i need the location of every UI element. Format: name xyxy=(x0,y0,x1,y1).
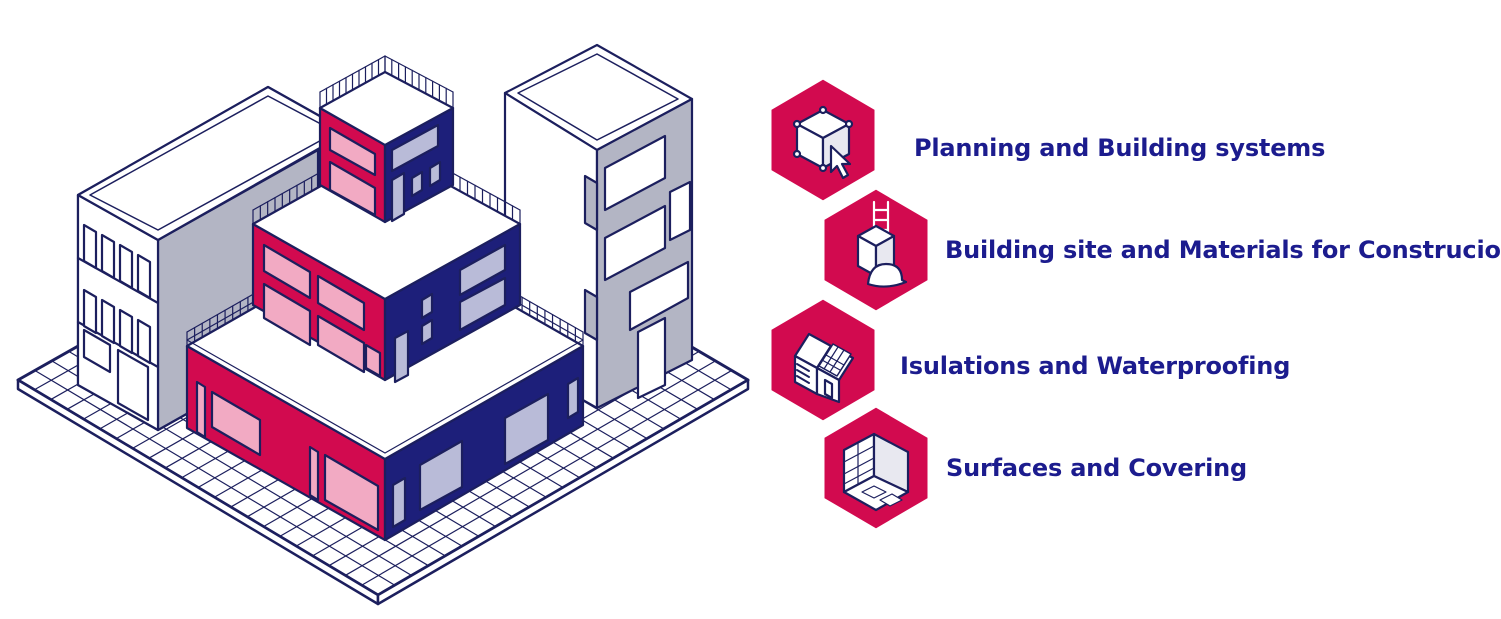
tiled-room-icon xyxy=(821,404,931,532)
category-label-building-site: Building site and Materials for Construc… xyxy=(945,236,1501,264)
left-building-windows xyxy=(82,223,152,422)
middle-level-windows xyxy=(262,243,507,384)
cube-cursor-icon xyxy=(768,76,878,204)
category-label-planning: Planning and Building systems xyxy=(914,134,1326,162)
scaffold-helmet-icon xyxy=(821,186,931,314)
category-icons xyxy=(768,76,931,532)
penthouse-railing xyxy=(319,55,454,109)
category-label-insulation: Isulations and Waterproofing xyxy=(900,352,1291,380)
tower-windows xyxy=(583,134,692,400)
penthouse-windows xyxy=(328,123,442,223)
category-label-surfaces: Surfaces and Covering xyxy=(946,454,1247,482)
house-solar-panel-icon xyxy=(768,296,878,424)
middle-level-block xyxy=(251,135,522,384)
lower-level-windows xyxy=(195,376,580,532)
penthouse-block xyxy=(318,55,455,224)
